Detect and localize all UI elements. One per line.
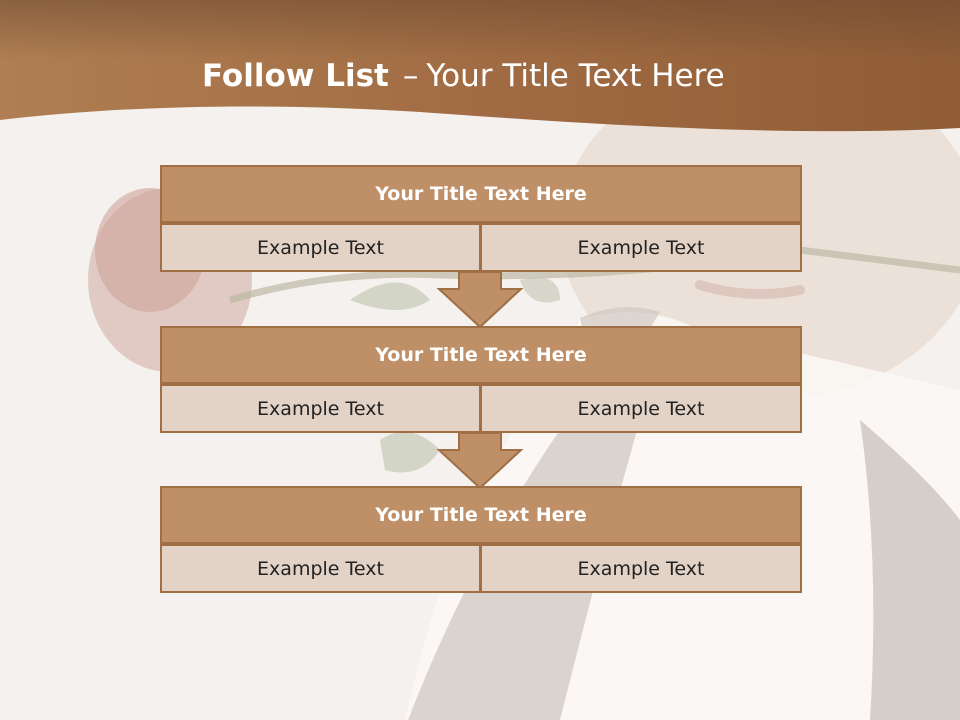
block-right-text: Example Text <box>480 384 802 433</box>
list-block-1: Your Title Text Here Example Text Exampl… <box>160 165 802 272</box>
block-title: Your Title Text Here <box>160 486 802 544</box>
block-left-text: Example Text <box>160 544 481 593</box>
down-arrow-1 <box>436 271 524 329</box>
list-block-2: Your Title Text Here Example Text Exampl… <box>160 326 802 433</box>
title-bold-part: Follow List <box>202 58 389 94</box>
down-arrow-2 <box>436 432 524 490</box>
block-title: Your Title Text Here <box>160 326 802 384</box>
title-rest: Your Title Text Here <box>426 58 725 94</box>
block-right-text: Example Text <box>480 223 802 272</box>
block-left-text: Example Text <box>160 223 481 272</box>
block-left-text: Example Text <box>160 384 481 433</box>
block-right-text: Example Text <box>480 544 802 593</box>
title-separator: – <box>402 58 419 94</box>
slide-title: Follow List–Your Title Text Here <box>202 54 725 98</box>
list-block-3: Your Title Text Here Example Text Exampl… <box>160 486 802 593</box>
block-title: Your Title Text Here <box>160 165 802 223</box>
